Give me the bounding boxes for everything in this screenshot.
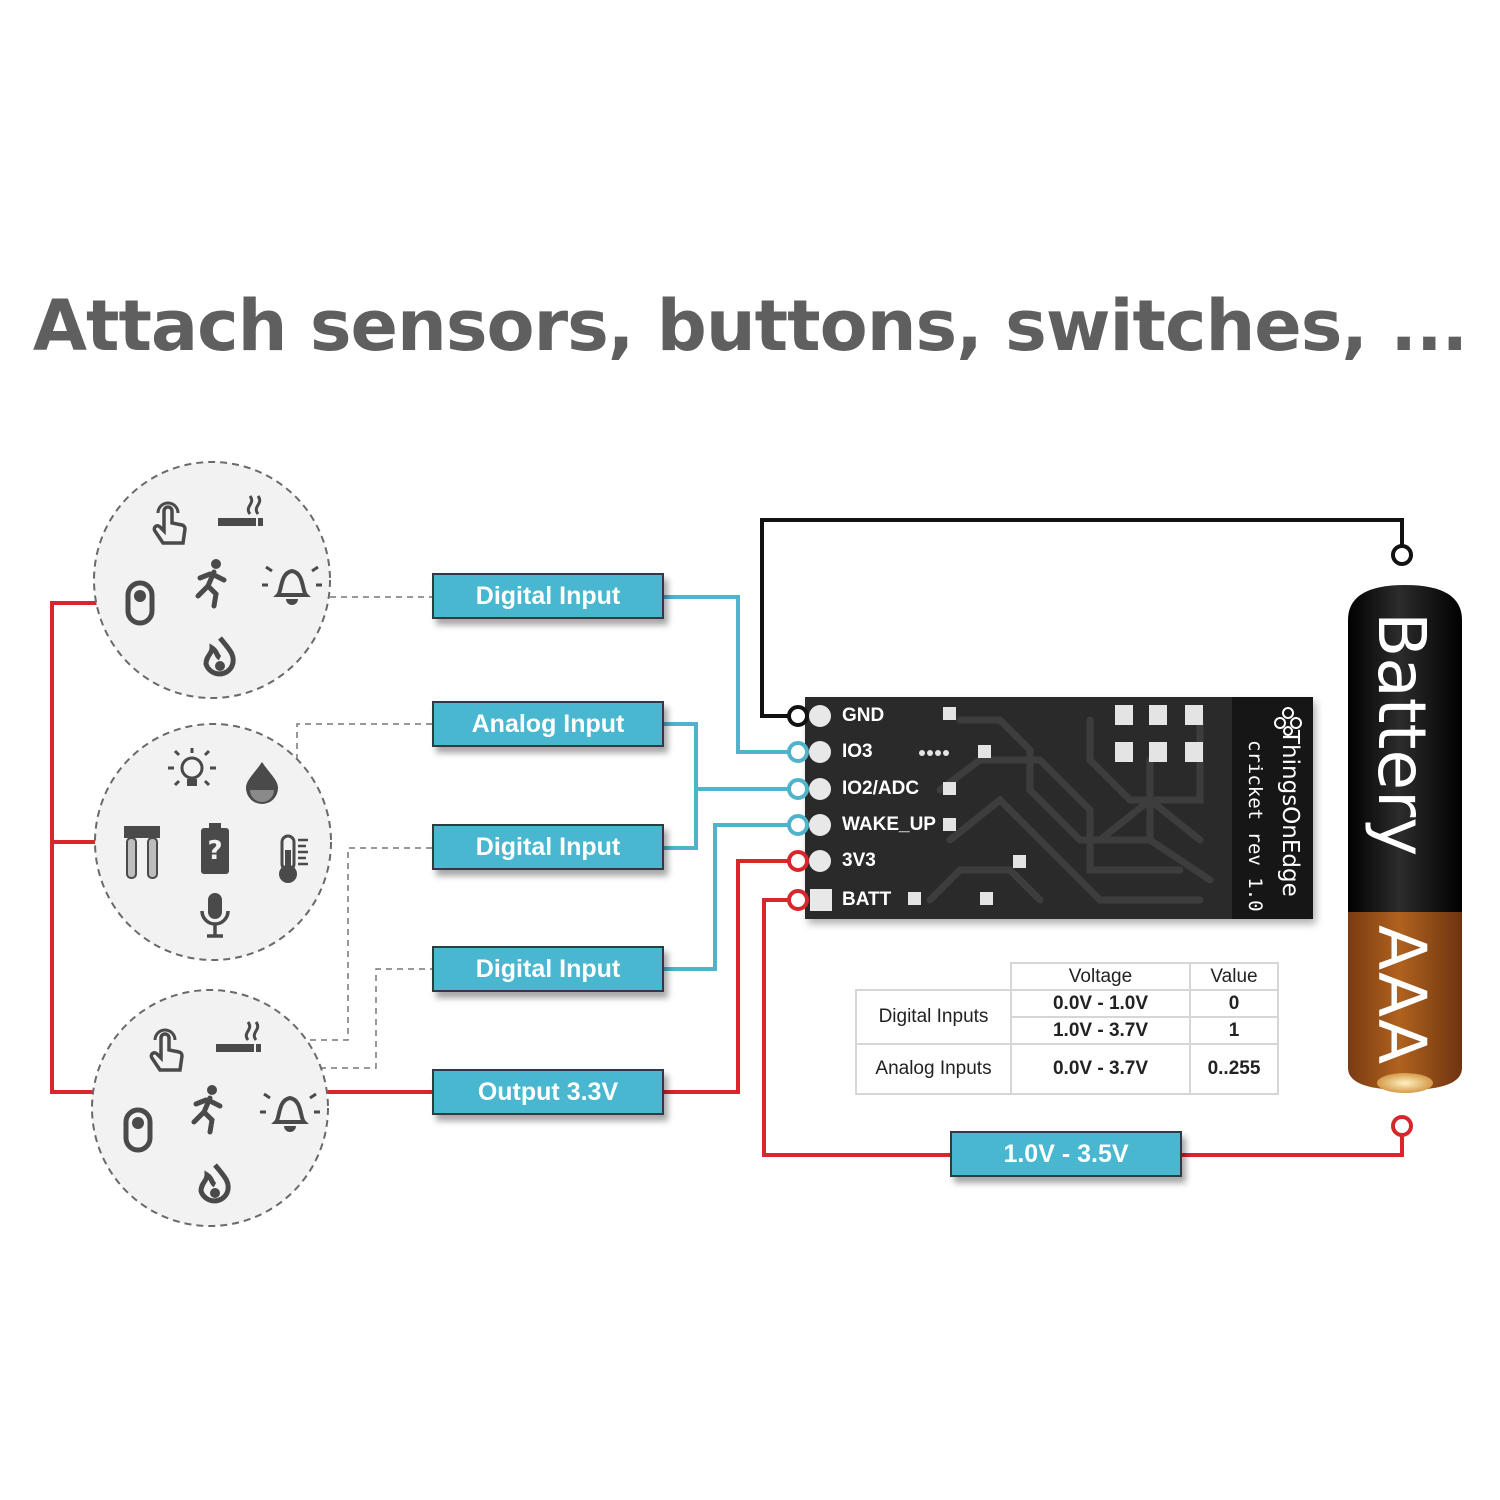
wire-io3 — [664, 595, 798, 754]
label-digital-input-3: Digital Input — [432, 946, 664, 992]
svg-text:?: ? — [207, 836, 222, 866]
battery-label: Battery — [1363, 612, 1440, 857]
table-digital-voltage-high: 1.0V - 3.7V — [1010, 1016, 1191, 1045]
soil-moisture-icon — [124, 826, 160, 879]
wire-wakeup — [664, 823, 798, 971]
table-digital-value-high: 1 — [1189, 1016, 1279, 1045]
light-icon — [168, 748, 216, 787]
brand-logo-icon — [1274, 707, 1302, 736]
label-battery-range: 1.0V - 3.5V — [950, 1131, 1182, 1177]
alarm-icon — [260, 1092, 320, 1132]
pin-pad-gnd — [787, 705, 831, 727]
smoke-icon — [216, 1021, 261, 1052]
wire-batt — [762, 898, 950, 1157]
smoke-icon — [218, 495, 263, 526]
pin-label-io2-adc: IO2/ADC — [842, 778, 920, 799]
board-brand: ThingsOnEdge — [1277, 730, 1303, 897]
touch-icon — [149, 1028, 184, 1072]
motion-icon — [195, 559, 227, 609]
flame-icon — [203, 636, 236, 677]
pin-label-gnd: GND — [842, 705, 885, 726]
motion-icon — [191, 1085, 223, 1135]
water-drop-icon — [246, 762, 278, 804]
label-digital-input-2: Digital Input — [432, 824, 664, 870]
cricket-board — [805, 697, 1313, 919]
dash-group3-digital — [310, 847, 432, 1041]
board-traces — [926, 716, 1214, 904]
alarm-icon — [262, 565, 322, 605]
touch-icon — [152, 501, 187, 545]
wire-gnd — [760, 518, 1404, 718]
wire-adc — [664, 722, 798, 791]
signal-wires — [664, 595, 798, 971]
table-header-value: Value — [1189, 962, 1279, 991]
dash-group2-analog — [296, 723, 432, 760]
dashed-connectors — [296, 596, 432, 1069]
pin-pad-wakeup — [787, 814, 831, 836]
pin-pad-io3 — [787, 741, 831, 763]
battery-minus-terminal — [1391, 544, 1413, 566]
table-header-voltage: Voltage — [1010, 962, 1191, 991]
label-digital-input-1: Digital Input — [432, 573, 664, 619]
table-analog-voltage: 0.0V - 3.7V — [1010, 1043, 1191, 1095]
battery-size: AAA — [1363, 925, 1440, 1065]
battery-plus-terminal — [1391, 1115, 1413, 1137]
board-pins — [787, 705, 832, 911]
table-digital-label: Digital Inputs — [855, 989, 1012, 1045]
board-pads — [908, 705, 1203, 905]
battery-unknown-icon: ? — [201, 823, 229, 874]
label-output: Output 3.3V — [432, 1069, 664, 1115]
switch-icon — [123, 1107, 153, 1153]
microphone-icon — [200, 893, 230, 938]
wire-3v3 — [664, 859, 798, 1094]
pin-pad-adc — [787, 778, 831, 800]
pin-label-io3: IO3 — [842, 741, 873, 762]
wire-batt-plus — [1182, 1128, 1404, 1157]
table-digital-voltage-low: 0.0V - 1.0V — [1010, 989, 1191, 1018]
pin-pad-3v3 — [787, 850, 831, 872]
dash-group3-digital-b — [320, 968, 432, 1069]
table-analog-value: 0..255 — [1189, 1043, 1279, 1095]
pin-label-batt: BATT — [842, 889, 892, 910]
voltage-table: Voltage Value Digital Inputs 0.0V - 1.0V… — [855, 962, 1279, 1095]
switch-icon — [125, 580, 155, 626]
pin-label-3v3: 3V3 — [842, 850, 876, 871]
table-analog-label: Analog Inputs — [855, 1043, 1012, 1095]
thermometer-icon — [279, 834, 308, 883]
label-analog-input: Analog Input — [432, 701, 664, 747]
aaa-battery — [1348, 544, 1462, 1137]
pin-label-wakeup: WAKE_UP — [842, 814, 936, 835]
power-bus-left — [50, 601, 432, 1094]
table-digital-value-low: 0 — [1189, 989, 1279, 1018]
board-revision: cricket rev 1.0 — [1244, 740, 1266, 912]
headline: Attach sensors, buttons, switches, ... — [32, 285, 1468, 367]
pin-pad-batt — [787, 889, 832, 911]
wire-digital2 — [664, 789, 698, 850]
flame-icon — [198, 1163, 231, 1204]
sensor-group-3 — [91, 989, 329, 1227]
